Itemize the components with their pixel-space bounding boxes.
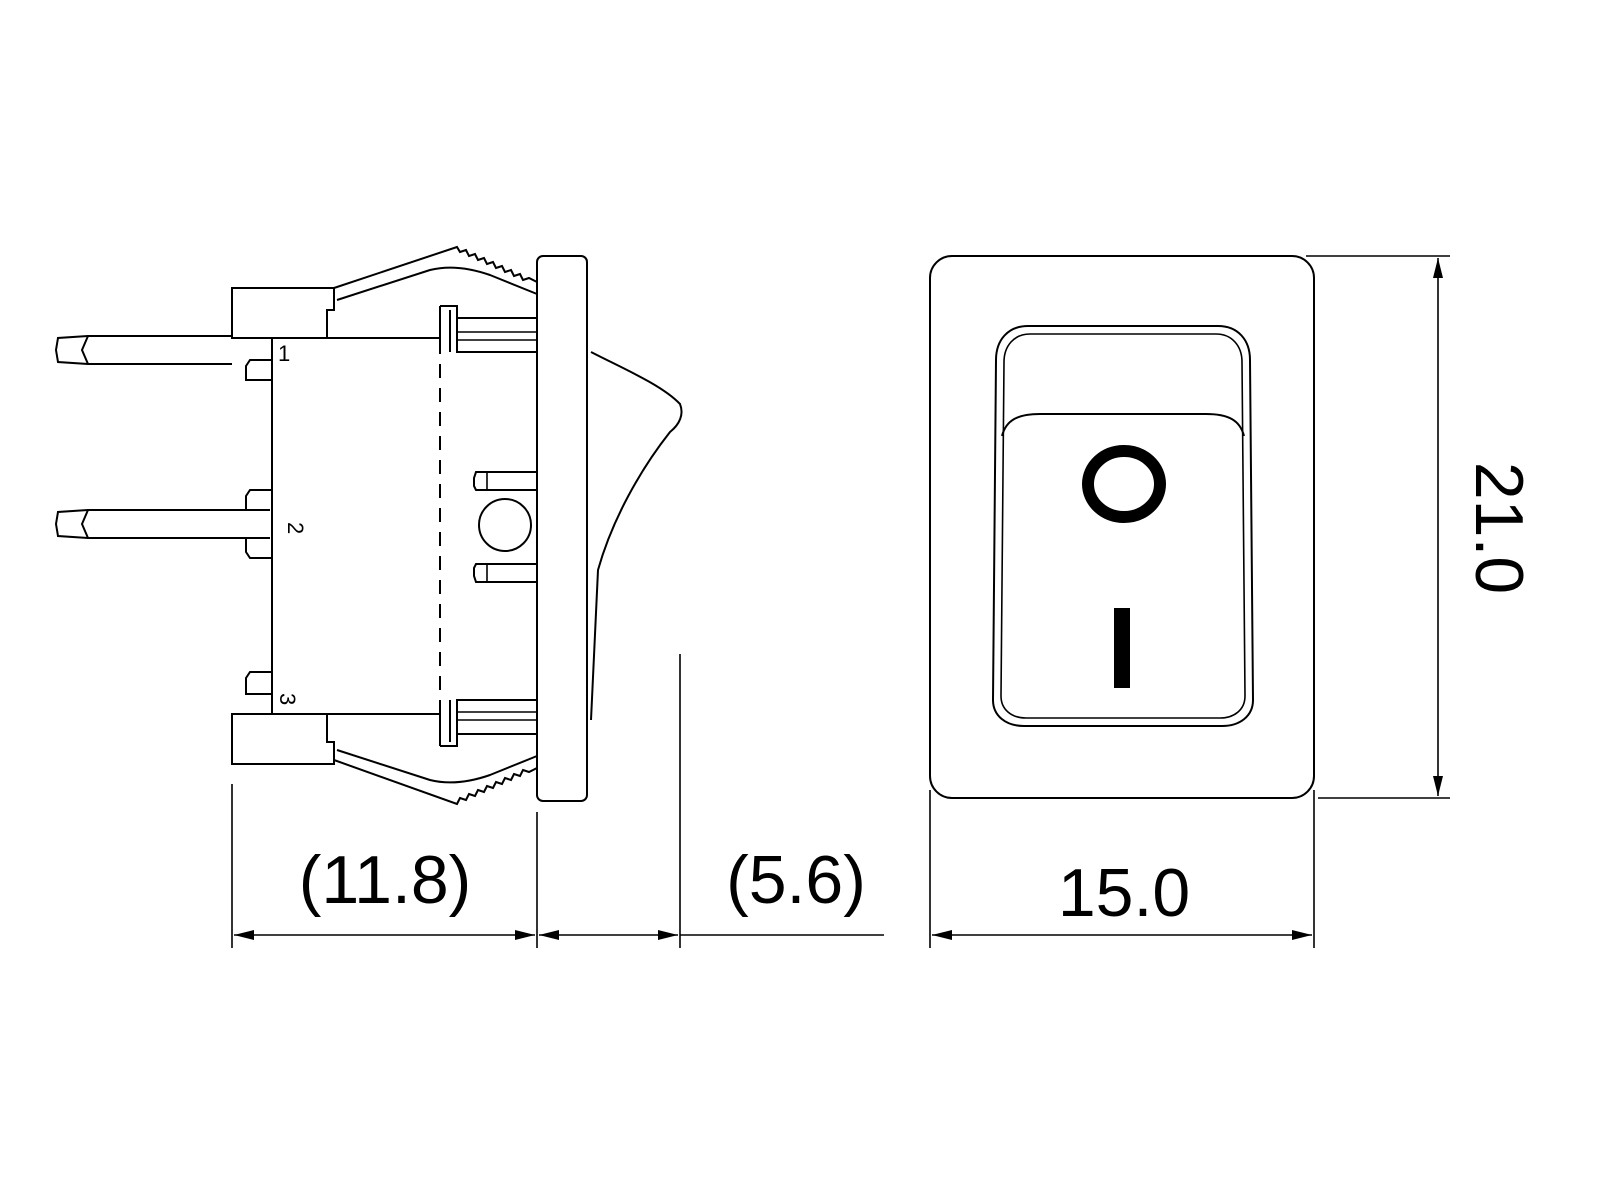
- side-top-terminal: [231, 287, 335, 339]
- side-rocker: [590, 351, 683, 721]
- dim-width: 15.0: [1058, 855, 1190, 931]
- dimension-lines: (11.8) (5.6) 15.0 21.0: [231, 255, 1537, 948]
- pin-label-3: 3: [275, 693, 300, 705]
- on-symbol: [1114, 608, 1130, 688]
- dim-body-depth: (11.8): [299, 842, 472, 918]
- front-bezel: [929, 255, 1315, 799]
- front-rocker-inner: [1000, 333, 1246, 719]
- side-view: 1 2 3: [54, 245, 683, 806]
- side-bottom-clip: [333, 749, 538, 806]
- front-view: O I: [929, 255, 1315, 799]
- dim-rocker-height: (5.6): [726, 842, 866, 918]
- side-flange: [536, 255, 588, 802]
- pin-2: [54, 509, 270, 539]
- pin-1: [54, 335, 232, 365]
- pin-label-2: 2: [283, 522, 308, 534]
- dim-height: 21.0: [1461, 462, 1537, 594]
- side-top-clip: [333, 245, 538, 301]
- off-symbol: [1082, 445, 1166, 523]
- pin-label-1: 1: [278, 341, 290, 366]
- front-rocker-outer: [991, 325, 1255, 727]
- side-bottom-terminal: [231, 713, 335, 765]
- side-pivot: [478, 498, 532, 552]
- front-rocker-top-face: [1001, 413, 1245, 437]
